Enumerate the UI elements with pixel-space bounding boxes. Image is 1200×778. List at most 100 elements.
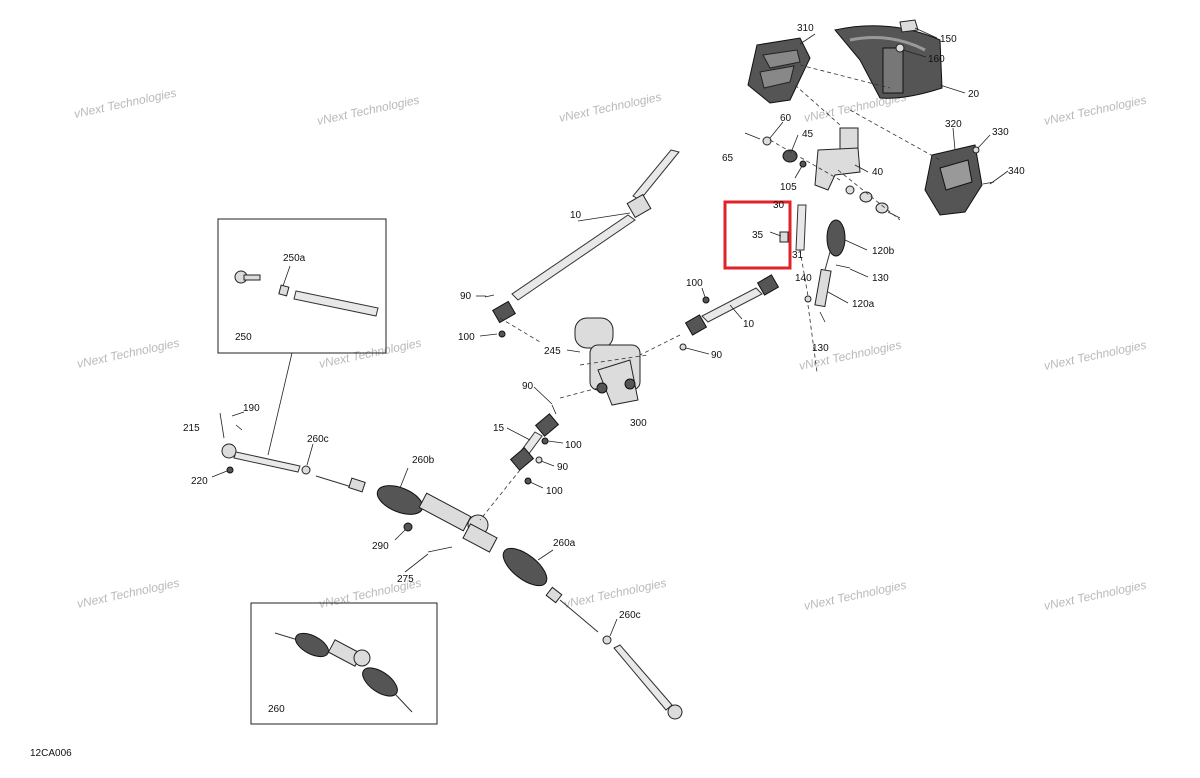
label-275: 275: [397, 574, 414, 585]
assembly-lines: [479, 64, 941, 521]
watermark: vNext Technologies: [563, 576, 668, 611]
label-310: 310: [797, 23, 814, 34]
washer-column: [845, 185, 855, 195]
watermark-text: vNext Technologies: [76, 336, 181, 371]
nut-290: [403, 522, 413, 532]
nut-140: [804, 295, 812, 303]
nut-100-a: [498, 330, 506, 338]
bolt-215: [219, 412, 225, 439]
label-260c-left: 260c: [307, 434, 329, 445]
label-140: 140: [795, 273, 812, 284]
nut-100-d: [524, 477, 532, 485]
watermark: vNext Technologies: [558, 90, 663, 125]
label-31: 31: [792, 250, 804, 261]
label-260a: 260a: [553, 538, 576, 549]
label-250: 250: [235, 332, 252, 343]
intermediate-shaft-10-upper: [492, 149, 680, 324]
watermark-text: vNext Technologies: [803, 578, 908, 613]
inner-tie-rod-right: [559, 599, 599, 633]
watermark-text: vNext Technologies: [563, 576, 668, 611]
nut-220: [226, 466, 234, 474]
rack-boot-260a: [502, 547, 548, 587]
watermark: vNext Technologies: [803, 578, 908, 613]
label-160: 160: [928, 54, 945, 65]
gas-strut-120b: [826, 219, 846, 257]
column-shaft-30: [795, 204, 807, 251]
label-120b: 120b: [872, 246, 895, 257]
console-cover-310: [747, 37, 811, 104]
screw-330: [972, 146, 980, 154]
gas-strut-120a: [814, 251, 832, 308]
bolt-90-d: [535, 456, 543, 464]
bolt-90-b: [679, 343, 687, 351]
label-260: 260: [268, 704, 285, 715]
label-330: 330: [992, 127, 1009, 138]
label-100-d: 100: [546, 486, 563, 497]
steering-wheel-20: [834, 25, 943, 99]
label-90-d: 90: [557, 462, 569, 473]
label-100-c: 100: [565, 440, 582, 451]
label-90-b: 90: [711, 350, 723, 361]
watermark-text: vNext Technologies: [73, 86, 178, 121]
steering-rack-260: [315, 475, 612, 645]
inner-tie-rod-left: [315, 475, 356, 489]
intermediate-shaft-10-lower: [684, 274, 780, 336]
bolt-65: [744, 132, 761, 140]
watermark: vNext Technologies: [76, 336, 181, 371]
watermark-text: vNext Technologies: [558, 90, 663, 125]
steering-rack-mini-260: [274, 632, 413, 713]
jam-nut-260c-right: [602, 635, 612, 645]
universal-joint-15: [509, 413, 560, 471]
label-320: 320: [945, 119, 962, 130]
label-220: 220: [191, 476, 208, 487]
inset-box-250: [217, 218, 387, 354]
diagram-code: 12CA006: [30, 748, 72, 759]
bushing-column: [859, 191, 873, 203]
watermark: vNext Technologies: [76, 576, 181, 611]
label-340: 340: [1008, 166, 1025, 177]
washer-60: [762, 136, 772, 146]
jam-nut-260c-left: [301, 465, 311, 475]
label-250a: 250a: [283, 253, 306, 264]
nut-100-c: [541, 437, 549, 445]
nut-160: [895, 43, 905, 53]
watermark-text: vNext Technologies: [1043, 578, 1148, 613]
label-10-lower: 10: [743, 319, 755, 330]
label-35: 35: [752, 230, 764, 241]
watermark: vNext Technologies: [1043, 338, 1148, 373]
label-260c-right: 260c: [619, 610, 641, 621]
watermark-text: vNext Technologies: [1043, 338, 1148, 373]
watermark: vNext Technologies: [316, 93, 421, 128]
label-215: 215: [183, 423, 200, 434]
label-130-a: 130: [872, 273, 889, 284]
label-90-a: 90: [460, 291, 472, 302]
cotter-pin-190: [235, 424, 243, 431]
label-15: 15: [493, 423, 505, 434]
label-100-b: 100: [458, 332, 475, 343]
label-40: 40: [872, 167, 884, 178]
bolt-90-c: [551, 404, 557, 415]
watermark-text: vNext Technologies: [76, 576, 181, 611]
watermark-text: vNext Technologies: [316, 93, 421, 128]
watermark-text: vNext Technologies: [1043, 93, 1148, 128]
bolt-130: [835, 264, 851, 269]
label-45: 45: [802, 129, 814, 140]
label-245: 245: [544, 346, 561, 357]
leader-lines: [211, 27, 1009, 637]
watermark: vNext Technologies: [73, 86, 178, 121]
label-60: 60: [780, 113, 792, 124]
label-150: 150: [940, 34, 957, 45]
label-105: 105: [780, 182, 797, 193]
label-260b: 260b: [412, 455, 435, 466]
label-90-c: 90: [522, 381, 534, 392]
steering-column-40: [814, 127, 861, 191]
tie-rod-right: [613, 644, 683, 720]
nut-45: [782, 149, 798, 163]
tie-rod-end-250: [234, 270, 379, 317]
label-100-a: 100: [686, 278, 703, 289]
bushing-column-2: [875, 202, 889, 214]
highlight-box: [723, 200, 792, 270]
bolt-275: [427, 546, 453, 553]
label-300: 300: [630, 418, 647, 429]
